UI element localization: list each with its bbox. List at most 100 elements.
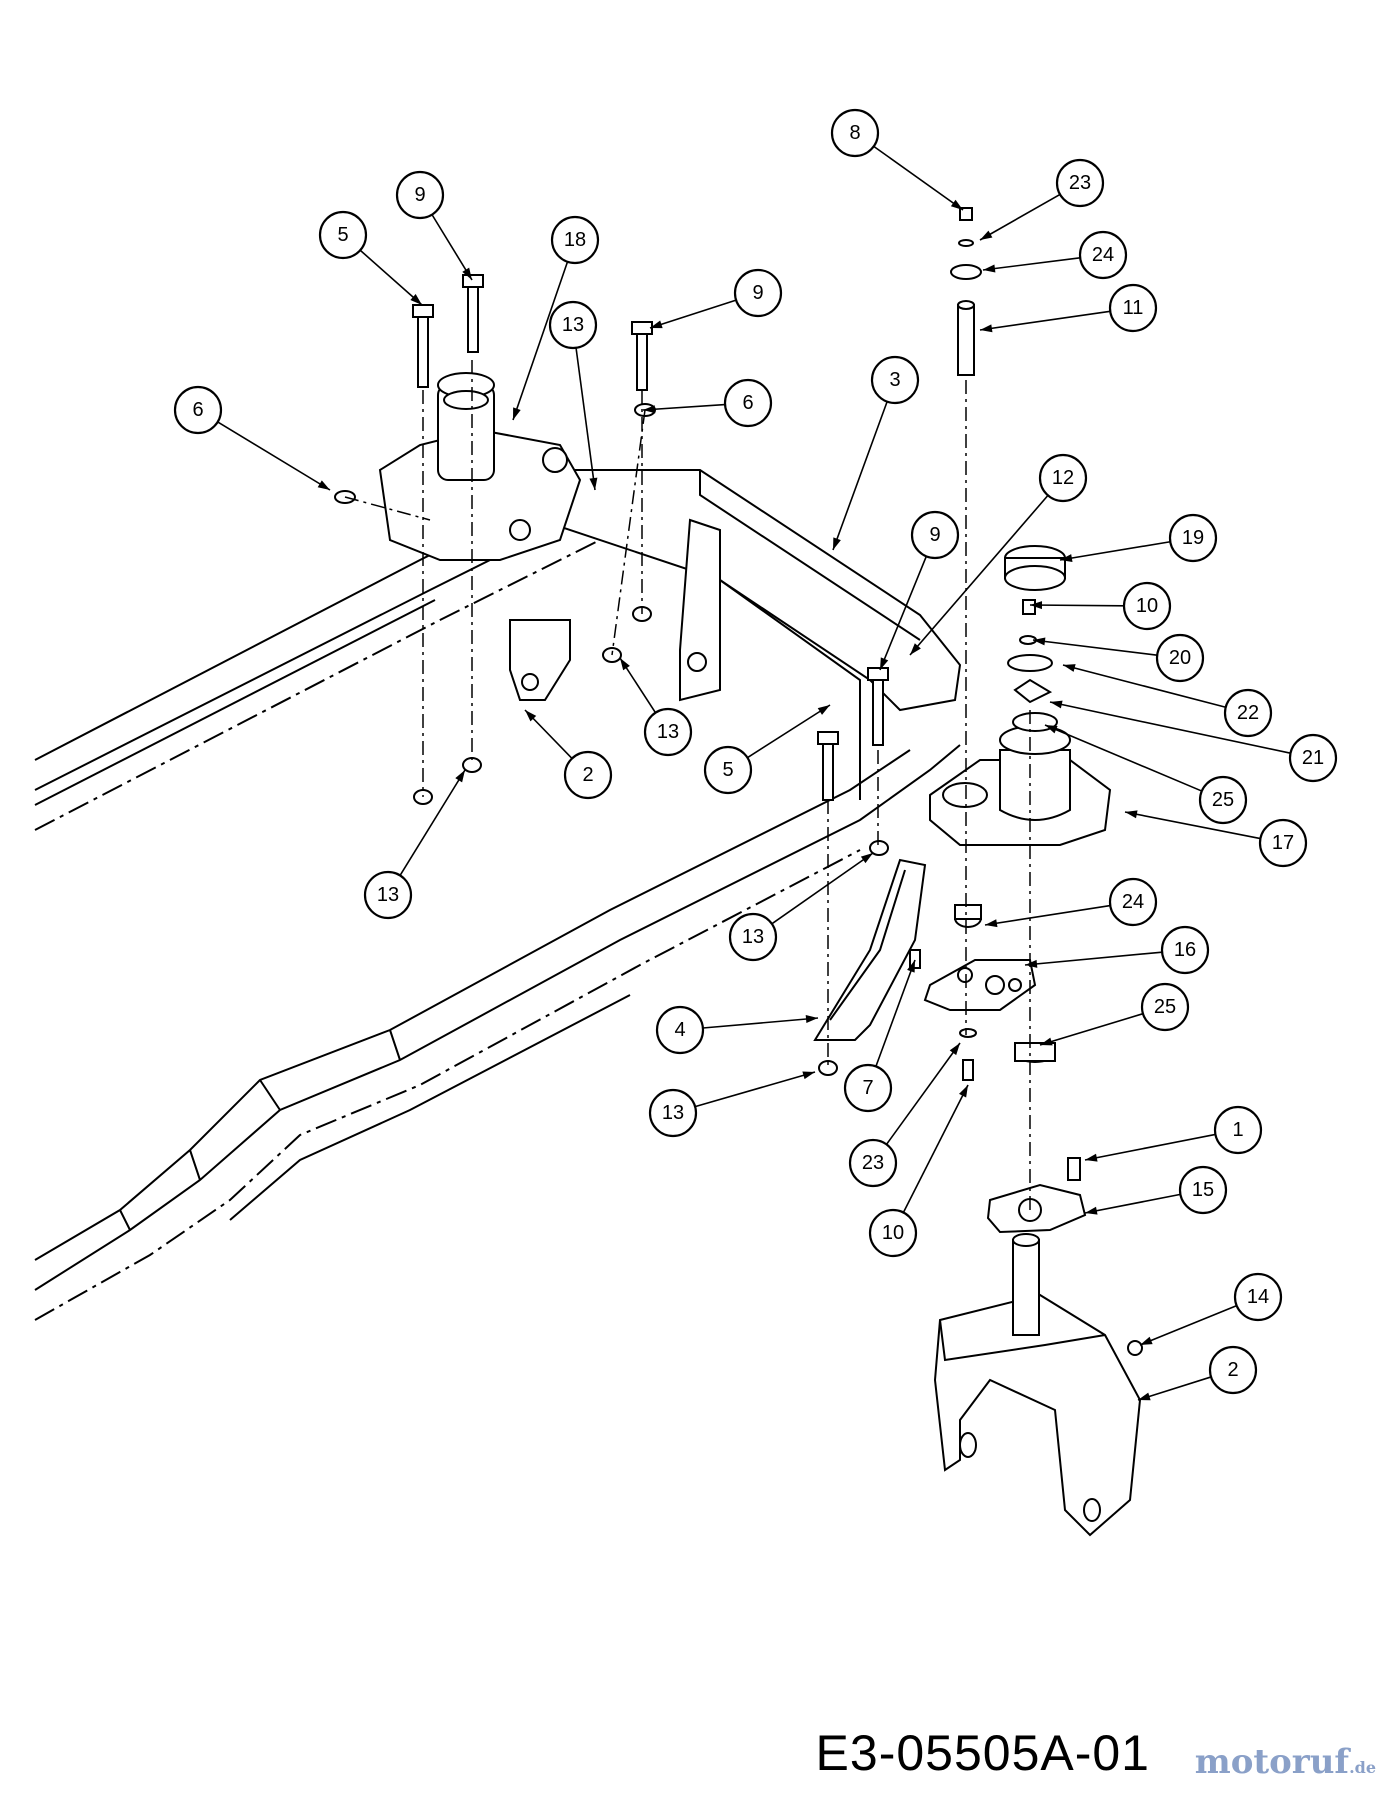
callout-2: 2 <box>1137 1345 1258 1401</box>
leader-arrowhead <box>1140 1336 1153 1345</box>
callout-label: 2 <box>582 764 593 786</box>
watermark-brand: motoruf <box>1194 1742 1350 1782</box>
callout-10: 10 <box>1029 581 1172 631</box>
leader-arrowhead <box>983 264 996 273</box>
callout-label: 24 <box>1092 244 1114 266</box>
callout-label: 16 <box>1174 939 1196 961</box>
leader-arrowhead <box>525 710 537 722</box>
callout-label: 24 <box>1122 891 1144 913</box>
callout-label: 13 <box>662 1102 684 1124</box>
leader-arrowhead <box>1060 554 1073 562</box>
leader-line <box>1059 540 1171 561</box>
callout-17: 17 <box>1124 810 1308 868</box>
leader-line <box>885 1042 961 1145</box>
callout-6: 6 <box>642 378 773 428</box>
callout-circle <box>643 707 693 757</box>
callout-circle <box>910 510 960 560</box>
callout-label: 23 <box>1069 172 1091 194</box>
callout-circle <box>655 1005 705 1055</box>
leader-line <box>359 249 423 306</box>
callout-label: 25 <box>1154 996 1176 1018</box>
callout-circle <box>1078 230 1128 280</box>
callout-14: 14 <box>1139 1272 1283 1346</box>
callout-circle <box>550 215 600 265</box>
callout-circle <box>1055 158 1105 208</box>
leader-arrowhead <box>910 643 921 655</box>
leader-line <box>909 494 1049 656</box>
callout-circle <box>1223 688 1273 738</box>
callout-13: 13 <box>648 1071 816 1138</box>
callout-21: 21 <box>1049 700 1338 783</box>
watermark-suffix: .de <box>1349 1758 1376 1777</box>
callout-label: 18 <box>564 229 586 251</box>
callout-label: 23 <box>862 1152 884 1174</box>
callout-24: 24 <box>984 877 1158 928</box>
callout-label: 15 <box>1192 1179 1214 1201</box>
callout-circle <box>1213 1105 1263 1155</box>
leader-line <box>694 1071 816 1108</box>
leader-arrowhead <box>880 657 889 670</box>
callout-circle <box>1178 1165 1228 1215</box>
leader-arrowhead <box>802 1071 815 1080</box>
callout-6: 6 <box>173 385 331 491</box>
callout-circle <box>830 108 880 158</box>
leader-line <box>1024 951 1163 966</box>
callout-circle <box>648 1088 698 1138</box>
leader-line <box>1084 1133 1216 1161</box>
leader-line <box>512 261 569 421</box>
callout-label: 5 <box>722 759 733 781</box>
callout-23: 23 <box>979 158 1105 241</box>
leader-line <box>875 959 916 1067</box>
callout-label: 2 <box>1227 1359 1238 1381</box>
leader-arrowhead <box>980 324 993 333</box>
leader-line <box>1049 701 1291 754</box>
callout-circle <box>1038 453 1088 503</box>
callout-circle <box>548 300 598 350</box>
leader-line <box>1062 664 1226 708</box>
callout-16: 16 <box>1024 925 1210 975</box>
callout-5: 5 <box>703 704 831 795</box>
callout-circle <box>363 870 413 920</box>
callout-22: 22 <box>1062 664 1273 738</box>
tie-bracket-4 <box>813 858 927 1041</box>
leader-line <box>982 257 1081 271</box>
callout-label: 19 <box>1182 527 1204 549</box>
leader-line <box>1084 1193 1181 1214</box>
callout-11: 11 <box>979 283 1158 333</box>
leader-arrowhead <box>1050 700 1063 709</box>
leader-line <box>1137 1376 1212 1401</box>
callout-circle <box>1122 581 1172 631</box>
drawing-number: E3-05505A-01 <box>815 1725 1150 1781</box>
leader-arrowhead <box>1045 725 1058 734</box>
callout-circle <box>723 378 773 428</box>
leader-line <box>1039 1012 1144 1046</box>
callout-20: 20 <box>1032 633 1205 683</box>
leader-arrowhead <box>959 1085 968 1098</box>
leader-arrowhead <box>985 919 998 928</box>
leader-line <box>771 852 874 925</box>
callout-circle <box>1198 775 1248 825</box>
callout-13: 13 <box>728 852 874 962</box>
callout-circle <box>1208 1345 1258 1395</box>
leader-arrowhead <box>1085 1206 1098 1215</box>
leader-arrowhead <box>1125 810 1138 819</box>
callout-label: 9 <box>414 184 425 206</box>
callout-13: 13 <box>619 657 693 757</box>
leader-line <box>879 555 928 671</box>
right-spindle-housing-17 <box>929 712 1112 846</box>
callout-circle <box>563 750 613 800</box>
leader-line <box>979 310 1111 331</box>
leader-arrowhead <box>1085 1153 1098 1162</box>
callout-label: 14 <box>1247 1286 1269 1308</box>
callout-label: 22 <box>1237 702 1259 724</box>
callout-label: 13 <box>657 721 679 743</box>
leader-arrowhead <box>1033 637 1046 646</box>
callout-label: 10 <box>1136 595 1158 617</box>
callout-9: 9 <box>879 510 960 671</box>
sector-gear-15 <box>986 1183 1087 1234</box>
leader-arrowhead <box>817 705 830 715</box>
callout-circle <box>1233 1272 1283 1322</box>
callout-circle <box>728 912 778 962</box>
leader-line <box>1139 1304 1237 1346</box>
leader-line <box>984 904 1111 926</box>
